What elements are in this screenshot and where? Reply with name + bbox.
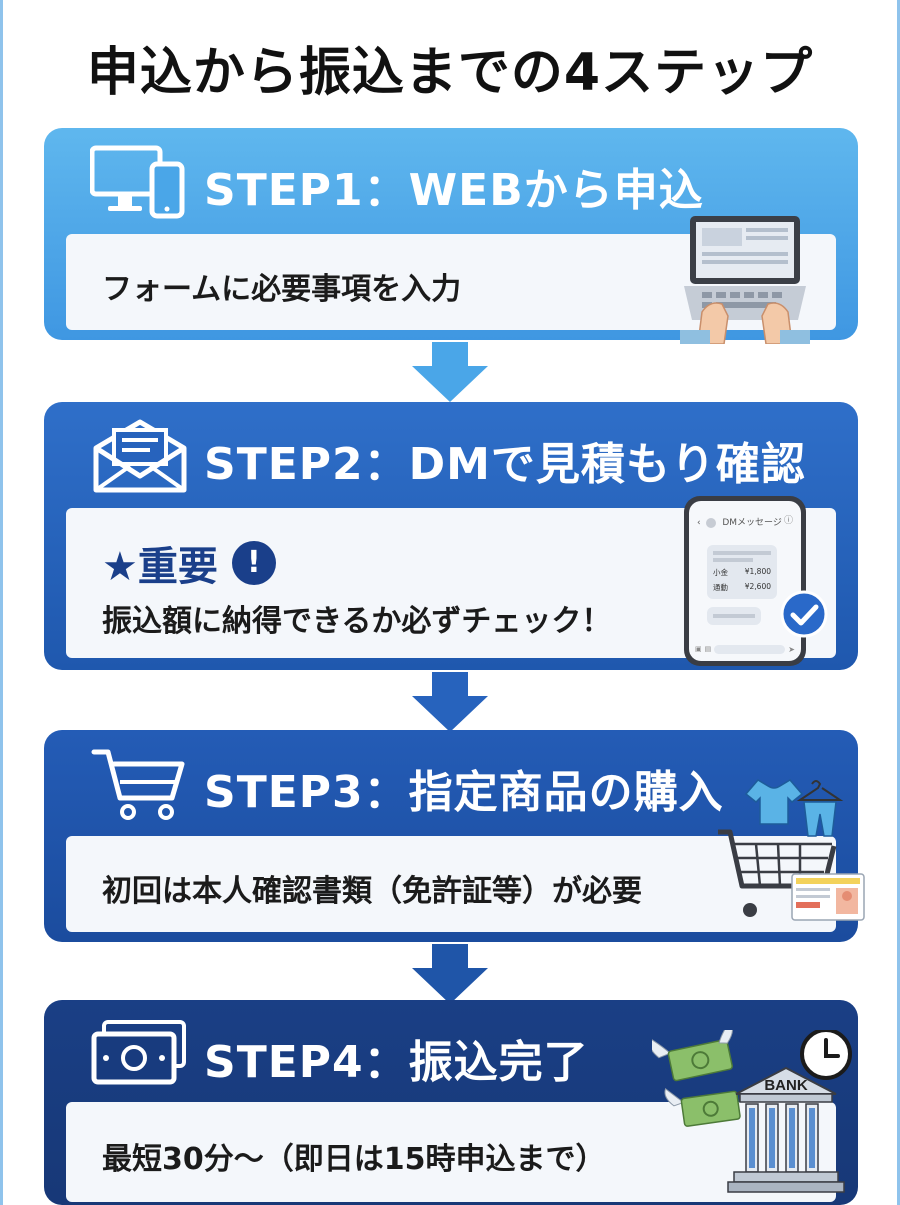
message-row: 小金 ¥1,800: [713, 567, 771, 577]
step-4-card: STEP4：振込完了 最短30分〜（即日は15時申込まで）: [44, 1000, 858, 1205]
arrow-down-3: [412, 944, 488, 1004]
cart-icon: [91, 749, 185, 820]
money-icon: [91, 1020, 186, 1085]
bank-clock-illustration: BANK: [652, 1030, 852, 1193]
exclamation-icon: !: [231, 541, 276, 585]
message-bubble: 小金 ¥1,800 通動 ¥2,600: [707, 545, 777, 599]
step-3-card: STEP3：指定商品の購入 初回は本人確認書類（免許証等）が必要: [44, 730, 858, 942]
message-input[interactable]: [714, 644, 786, 654]
back-chevron-icon[interactable]: ‹: [697, 518, 701, 528]
cart-clothes-id-illustration: [718, 779, 865, 921]
step-2-title: STEP2：DMで見積もり確認: [204, 439, 806, 490]
laptop-typing-illustration: [680, 216, 810, 344]
phone-dm-illustration: ‹ DMメッセージ ⓘ 小金 ¥1,800 通動 ¥2,600 ▣ ▤ ➤: [684, 496, 806, 666]
step-1-description: フォームに必要事項を入力: [102, 272, 462, 307]
important-label: ★重要: [102, 544, 218, 590]
step-3-title: STEP3：指定商品の購入: [204, 767, 724, 818]
step-2-header: STEP2：DMで見積もり確認: [44, 402, 858, 508]
arrow-down-1: [412, 342, 488, 402]
info-icon[interactable]: ⓘ: [783, 516, 793, 526]
bank-label: BANK: [764, 1077, 807, 1094]
important-notice: ★重要 !: [102, 534, 276, 592]
frame-line-right: [897, 0, 900, 1205]
avatar: [706, 517, 717, 528]
step-1-title: STEP1：WEBから申込: [204, 165, 704, 216]
step-4-body: 最短30分〜（即日は15時申込まで）: [66, 1102, 836, 1202]
send-icon[interactable]: ➤: [788, 644, 795, 654]
step-3-header: STEP3：指定商品の購入: [44, 730, 858, 836]
step-2-description: 振込額に納得できるか必ずチェック！: [102, 604, 612, 639]
step-4-title: STEP4：振込完了: [204, 1037, 589, 1088]
message-row: 通動 ¥2,600: [713, 582, 771, 592]
step-3-description: 初回は本人確認書類（免許証等）が必要: [102, 874, 642, 909]
step-1-header: STEP1：WEBから申込: [44, 128, 858, 234]
image-icon[interactable]: ▣: [695, 645, 702, 653]
step-3-body: 初回は本人確認書類（免許証等）が必要: [66, 836, 836, 932]
message-input-bar[interactable]: ▣ ▤ ➤: [695, 643, 795, 655]
gallery-icon[interactable]: ▤: [704, 645, 712, 653]
step-4-header: STEP4：振込完了: [44, 1000, 858, 1106]
arrow-down-2: [412, 672, 488, 732]
devices-icon: [90, 145, 185, 219]
message-bubble: [707, 607, 761, 625]
phone-header-label: DMメッセージ: [722, 518, 782, 528]
page-title: 申込から振込までの4ステップ: [86, 43, 814, 103]
frame-line-left: [0, 0, 3, 1205]
envelope-icon: [93, 419, 187, 493]
check-badge-icon: [780, 590, 828, 638]
step-4-description: 最短30分〜（即日は15時申込まで）: [102, 1142, 606, 1177]
